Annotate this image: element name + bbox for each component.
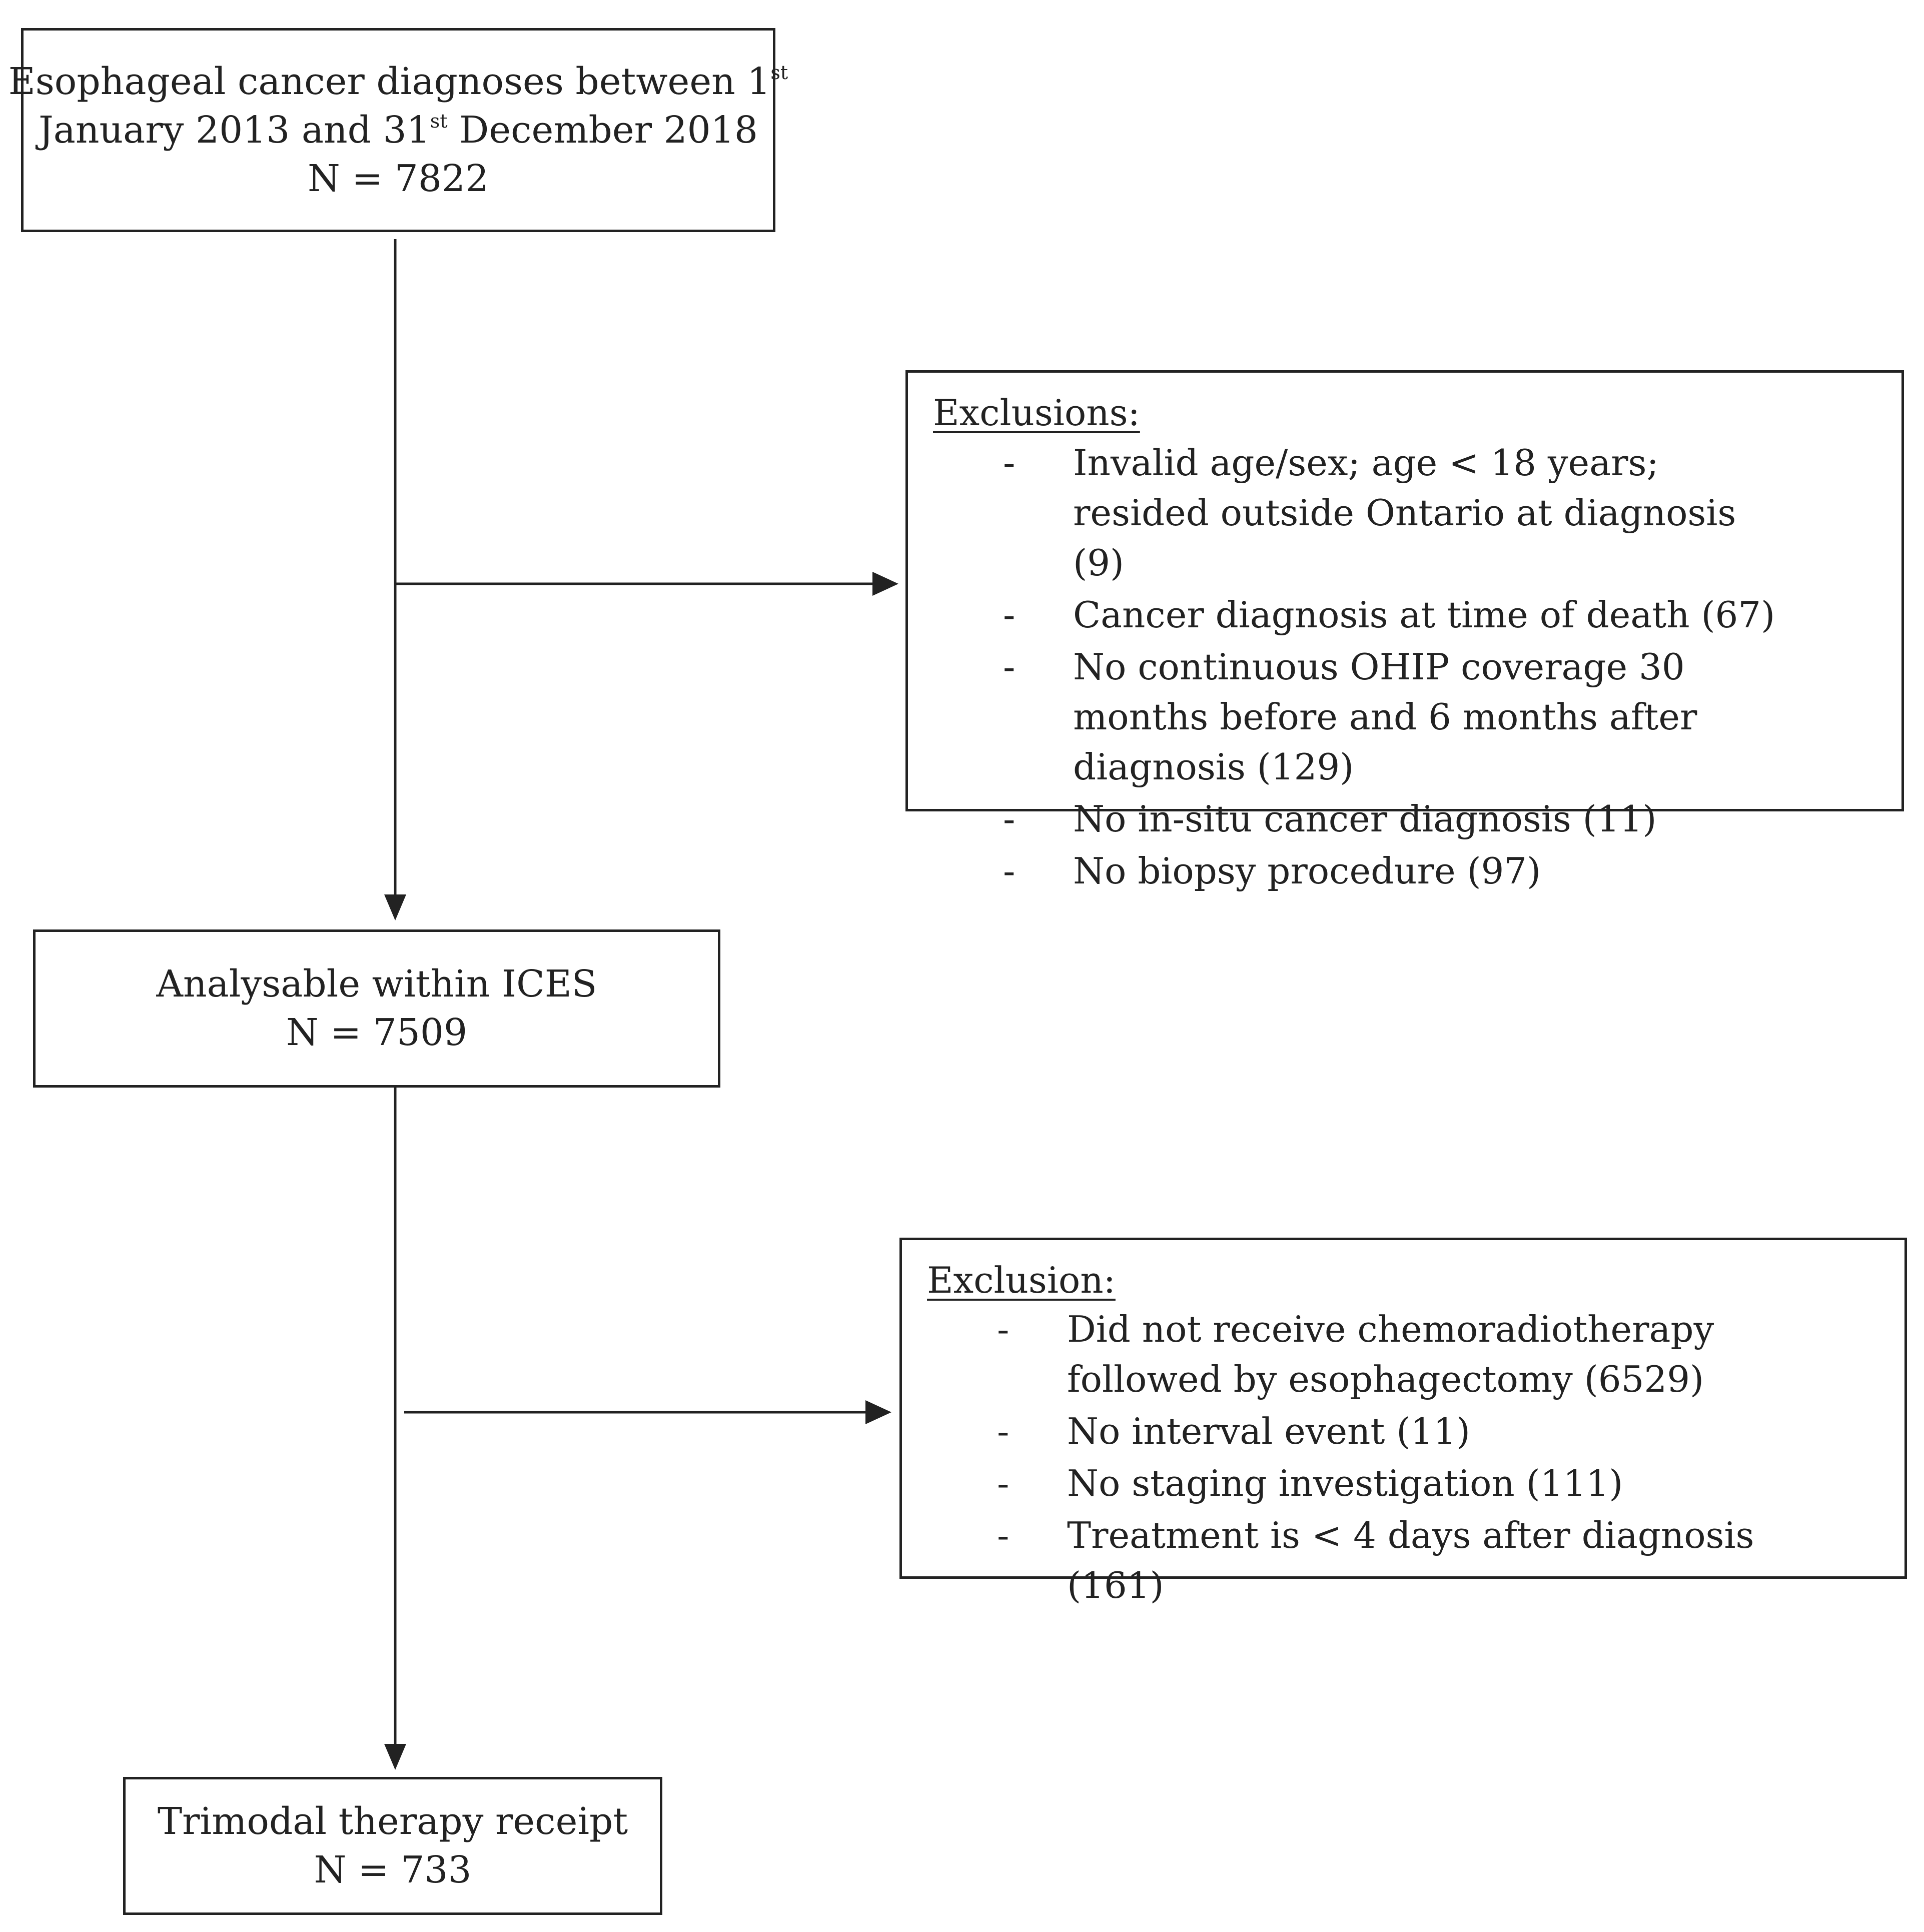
final-box: Trimodal therapy receipt N = 733 bbox=[123, 1777, 662, 1915]
start-box: Esophageal cancer diagnoses between 1st … bbox=[9, 28, 788, 232]
list-item: -Treatment is < 4 days after diagnosis (… bbox=[997, 1514, 1754, 1606]
exclusions-box-2: Exclusion: -Did not receive chemoradioth… bbox=[899, 1238, 1907, 1606]
arrowhead-to-final bbox=[384, 1744, 406, 1770]
list-item: -No continuous OHIP coverage 30 months b… bbox=[1003, 646, 1697, 788]
list-item: -No biopsy procedure (97) bbox=[1003, 850, 1541, 892]
exclusions-1-title: Exclusions: bbox=[933, 392, 1140, 434]
arrowhead-to-analysable bbox=[384, 894, 406, 920]
list-item: -Did not receive chemoradiotherapy follo… bbox=[997, 1308, 1714, 1400]
analysable-box: Analysable within ICES N = 7509 bbox=[33, 929, 720, 1088]
list-item: -No staging investigation (111) bbox=[997, 1462, 1623, 1504]
exclusions-2-title: Exclusion: bbox=[927, 1259, 1116, 1301]
arrowhead-to-exclusions-1 bbox=[872, 572, 898, 596]
final-box-label: Trimodal therapy receipt bbox=[157, 1800, 628, 1843]
list-item: -No interval event (11) bbox=[997, 1410, 1470, 1452]
start-box-count: N = 7822 bbox=[307, 157, 489, 200]
final-box-count: N = 733 bbox=[314, 1848, 472, 1891]
exclusions-1-list: -Invalid age/sex; age < 18 years; reside… bbox=[1003, 438, 1793, 898]
start-box-line-1: Esophageal cancer diagnoses between 1st bbox=[8, 60, 788, 103]
exclusions-box-1: Exclusions: -Invalid age/sex; age < 18 y… bbox=[905, 370, 1904, 892]
list-item: -No in-situ cancer diagnosis (11) bbox=[1003, 798, 1657, 840]
start-box-line-2: January 2013 and 31st December 2018 bbox=[39, 108, 758, 152]
arrowhead-to-exclusions-2 bbox=[865, 1400, 891, 1424]
analysable-box-count: N = 7509 bbox=[286, 1011, 468, 1054]
list-item: -Invalid age/sex; age < 18 years; reside… bbox=[1003, 442, 1736, 584]
analysable-box-label: Analysable within ICES bbox=[156, 962, 597, 1006]
list-item: -Cancer diagnosis at time of death (67) bbox=[1003, 594, 1775, 636]
exclusions-2-list: -Did not receive chemoradiotherapy follo… bbox=[997, 1304, 1797, 1612]
